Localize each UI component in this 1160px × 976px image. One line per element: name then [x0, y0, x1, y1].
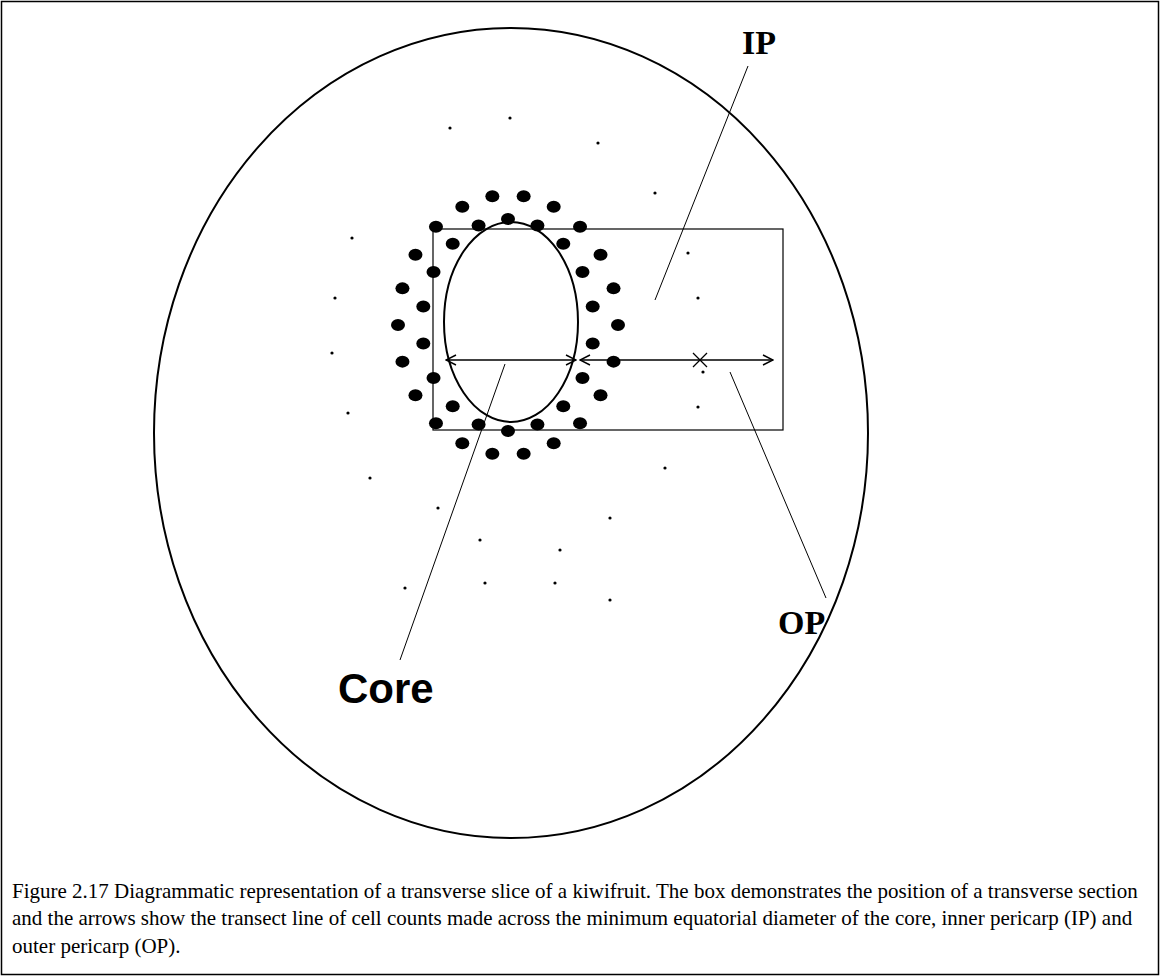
dot — [508, 116, 511, 119]
seed — [429, 417, 443, 429]
seed — [455, 201, 469, 213]
ip-leader-line — [655, 66, 748, 300]
core-transect-arrow — [446, 359, 576, 361]
seed — [501, 425, 515, 437]
seed — [530, 419, 544, 431]
fruit-outline — [154, 28, 868, 838]
dot — [436, 506, 439, 509]
seed — [547, 437, 561, 449]
seed — [556, 238, 570, 250]
dot — [403, 586, 406, 589]
dot — [478, 538, 481, 541]
seed — [547, 201, 561, 213]
dot — [346, 411, 349, 414]
seed — [575, 266, 589, 278]
seed — [575, 372, 589, 384]
seed — [607, 282, 621, 294]
region-label: Core — [338, 668, 434, 710]
dot — [686, 251, 689, 254]
seed — [607, 356, 621, 368]
seed — [517, 190, 531, 202]
dot — [663, 466, 666, 469]
ip-op-boundary-cross — [693, 353, 707, 367]
dot — [608, 516, 611, 519]
seed — [395, 282, 409, 294]
seed — [586, 301, 600, 313]
dot — [448, 126, 451, 129]
dot — [596, 141, 599, 144]
seed — [446, 400, 460, 412]
seed — [485, 448, 499, 460]
seed — [429, 221, 443, 233]
seed — [455, 437, 469, 449]
seed — [611, 319, 625, 331]
seed — [416, 301, 430, 313]
seed — [446, 238, 460, 250]
seed — [391, 319, 405, 331]
seed — [556, 400, 570, 412]
section-box — [433, 229, 783, 430]
seed — [485, 190, 499, 202]
seed — [594, 249, 608, 261]
seed-ring — [391, 190, 625, 459]
dot — [696, 405, 699, 408]
seed — [416, 337, 430, 349]
dot — [558, 548, 561, 551]
region-label: IP — [742, 26, 776, 60]
seed — [594, 389, 608, 401]
seed — [517, 448, 531, 460]
dot — [368, 476, 371, 479]
region-label: OP — [778, 606, 825, 640]
dot — [701, 370, 704, 373]
seed — [408, 249, 422, 261]
dot — [608, 598, 611, 601]
seed — [395, 356, 409, 368]
seed — [586, 337, 600, 349]
dot — [333, 296, 336, 299]
seed — [408, 389, 422, 401]
pericarp-transect-arrow — [580, 359, 773, 361]
dot — [330, 351, 333, 354]
op-leader-line — [730, 372, 826, 598]
dot — [350, 236, 353, 239]
dot — [696, 296, 699, 299]
core-leader-line — [400, 364, 505, 660]
dot — [483, 581, 486, 584]
dot — [553, 581, 556, 584]
seed — [573, 221, 587, 233]
figure-caption: Figure 2.17 Diagrammatic representation … — [12, 878, 1148, 960]
dot — [653, 191, 656, 194]
core-outline — [444, 222, 578, 422]
seed — [573, 417, 587, 429]
small-dots — [330, 116, 704, 601]
